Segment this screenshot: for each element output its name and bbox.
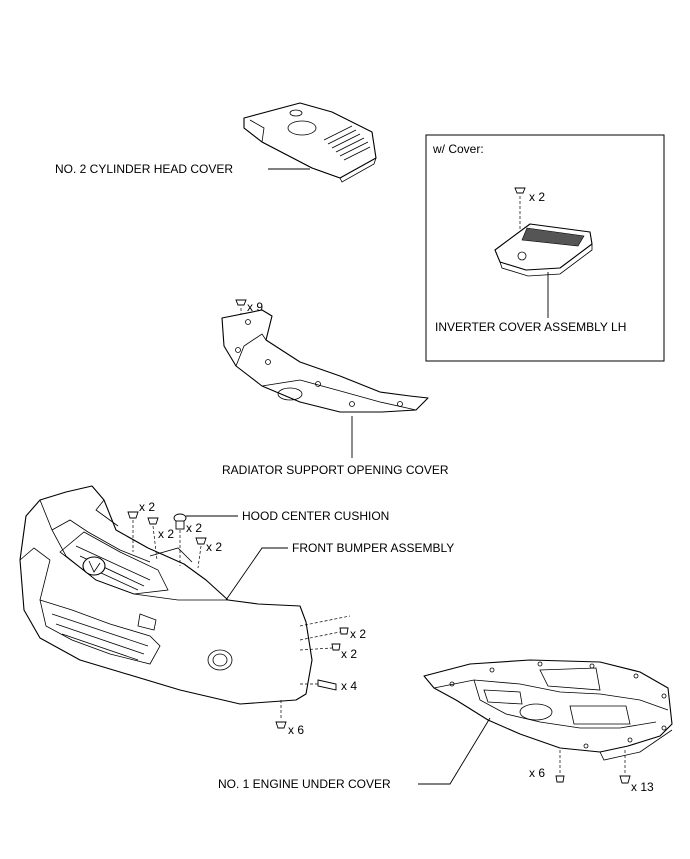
bumper-top-fasteners xyxy=(127,511,207,569)
bumper-top-clips-c-qty: x 2 xyxy=(186,521,202,535)
front-bumper-illustration xyxy=(19,485,313,705)
front-bumper-label: FRONT BUMPER ASSEMBLY xyxy=(292,541,454,555)
inverter-cover-label: INVERTER COVER ASSEMBLY LH xyxy=(435,320,626,334)
inverter-clip-qty: x 2 xyxy=(529,190,545,204)
bumper-top-clips-b-qty: x 2 xyxy=(158,527,174,541)
under-cover-fasteners xyxy=(555,750,631,784)
engine-under-cover-illustration xyxy=(423,659,673,761)
under-cover-clips-qty: x 13 xyxy=(631,780,654,794)
front-bumper-leader xyxy=(225,547,288,601)
bumper-side-fasteners xyxy=(275,615,351,729)
radiator-cover-label: RADIATOR SUPPORT OPENING COVER xyxy=(222,463,449,477)
bumper-side-screws-b-qty: x 2 xyxy=(341,647,357,661)
bumper-top-clips-a-qty: x 2 xyxy=(139,500,155,514)
bumper-bottom-screws-qty: x 6 xyxy=(288,723,304,737)
bumper-bolts-qty: x 4 xyxy=(341,679,357,693)
cylinder-head-cover-illustration xyxy=(243,102,377,183)
engine-under-cover-label: NO. 1 ENGINE UNDER COVER xyxy=(218,777,391,791)
hood-cushion-label: HOOD CENTER CUSHION xyxy=(242,509,389,523)
inverter-clip-icon xyxy=(514,187,526,236)
under-cover-screws-qty: x 6 xyxy=(529,766,545,780)
radiator-support-cover-illustration xyxy=(221,309,429,413)
engine-under-cover-leader xyxy=(418,717,491,785)
bumper-top-clips-d-qty: x 2 xyxy=(206,540,222,554)
cylinder-head-cover-label: NO. 2 CYLINDER HEAD COVER xyxy=(55,162,233,176)
inverter-cover-illustration xyxy=(494,223,593,277)
inset-box xyxy=(425,134,665,362)
inset-title: w/ Cover: xyxy=(432,142,484,156)
bumper-side-screws-a-qty: x 2 xyxy=(350,627,366,641)
